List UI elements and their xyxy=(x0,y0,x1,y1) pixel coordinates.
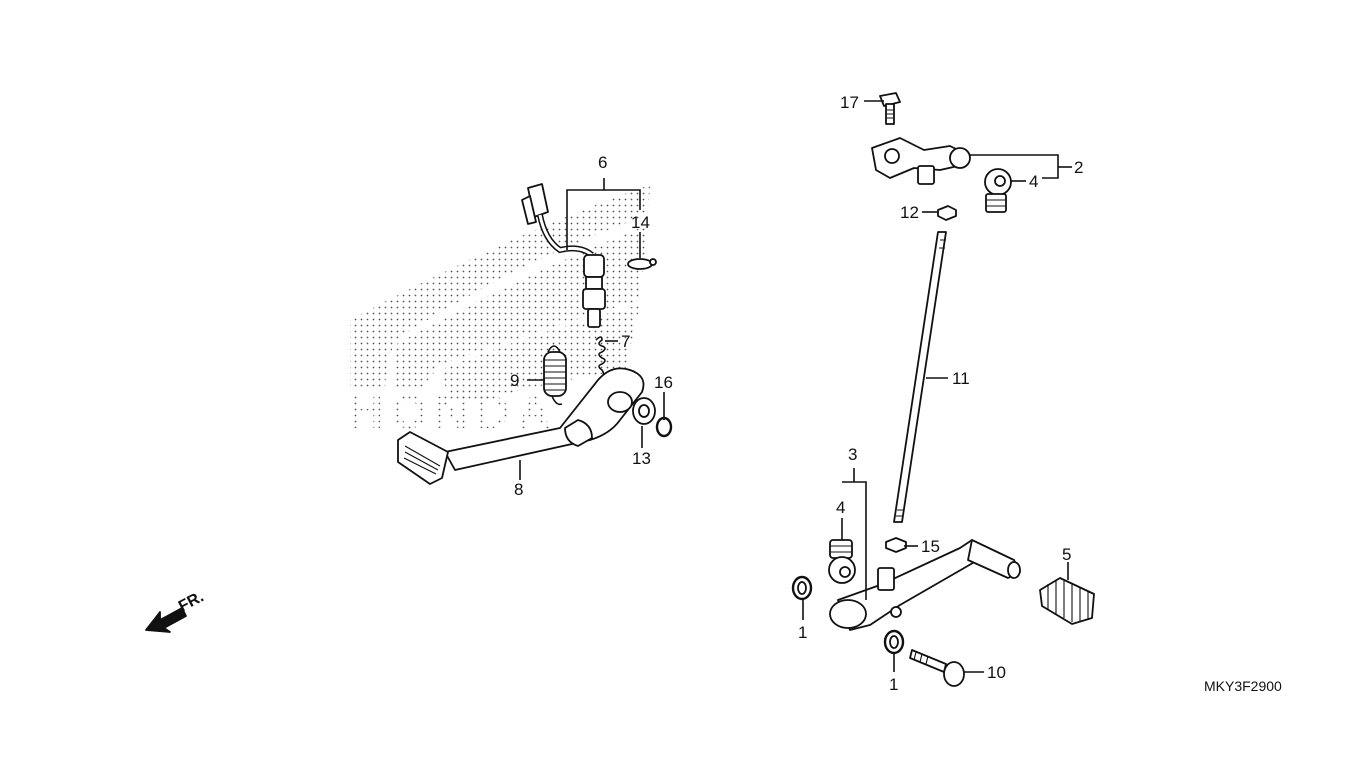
callout-12: 12 xyxy=(900,203,919,222)
part-14-clip xyxy=(627,258,657,270)
callout-2: 2 xyxy=(1074,158,1083,177)
callout-4-bottom: 4 xyxy=(836,498,845,517)
part-4-ball-joint-bottom xyxy=(828,539,856,584)
callout-16: 16 xyxy=(654,373,673,392)
left-leader-lines xyxy=(519,178,665,480)
callout-3: 3 xyxy=(848,445,857,464)
honda-watermark-text: HONDA xyxy=(350,386,559,438)
callout-15: 15 xyxy=(921,537,940,556)
callout-10: 10 xyxy=(987,663,1006,682)
callout-9: 9 xyxy=(510,371,519,390)
diagram-code: MKY3F2900 xyxy=(1204,678,1282,694)
callout-13: 13 xyxy=(632,449,651,468)
callout-7: 7 xyxy=(621,332,630,351)
callout-17: 17 xyxy=(840,93,859,112)
part-5-rubber xyxy=(1039,577,1095,625)
part-1-washer-left xyxy=(791,575,813,601)
callout-14: 14 xyxy=(631,213,650,232)
part-1-washer-bottom xyxy=(883,629,905,655)
right-leader-lines xyxy=(802,100,1072,673)
callout-6: 6 xyxy=(598,153,607,172)
part-9-coil-spring xyxy=(543,345,567,406)
callout-11: 11 xyxy=(952,369,970,388)
callout-4-top: 4 xyxy=(1029,172,1038,191)
part-8-pedal xyxy=(397,367,645,485)
part-15-nut xyxy=(885,537,907,553)
front-direction-arrow: FR. xyxy=(145,588,207,633)
part-17-bolt xyxy=(879,92,901,125)
part-16-circlip xyxy=(655,416,673,438)
callout-5: 5 xyxy=(1062,545,1071,564)
part-3-shift-lever xyxy=(829,539,1021,631)
callout-1-bottom: 1 xyxy=(889,675,898,694)
callout-8: 8 xyxy=(514,480,523,499)
part-13-washer xyxy=(632,397,656,425)
part-4-ball-joint-top xyxy=(984,168,1012,213)
part-2-shift-arm xyxy=(871,137,971,185)
callout-1-left: 1 xyxy=(798,623,807,642)
part-12-nut xyxy=(937,205,957,221)
part-11-rod xyxy=(893,231,947,523)
part-7-spring xyxy=(595,336,606,379)
part-10-pivot-bolt xyxy=(909,649,965,687)
part-6-switch xyxy=(521,183,606,328)
